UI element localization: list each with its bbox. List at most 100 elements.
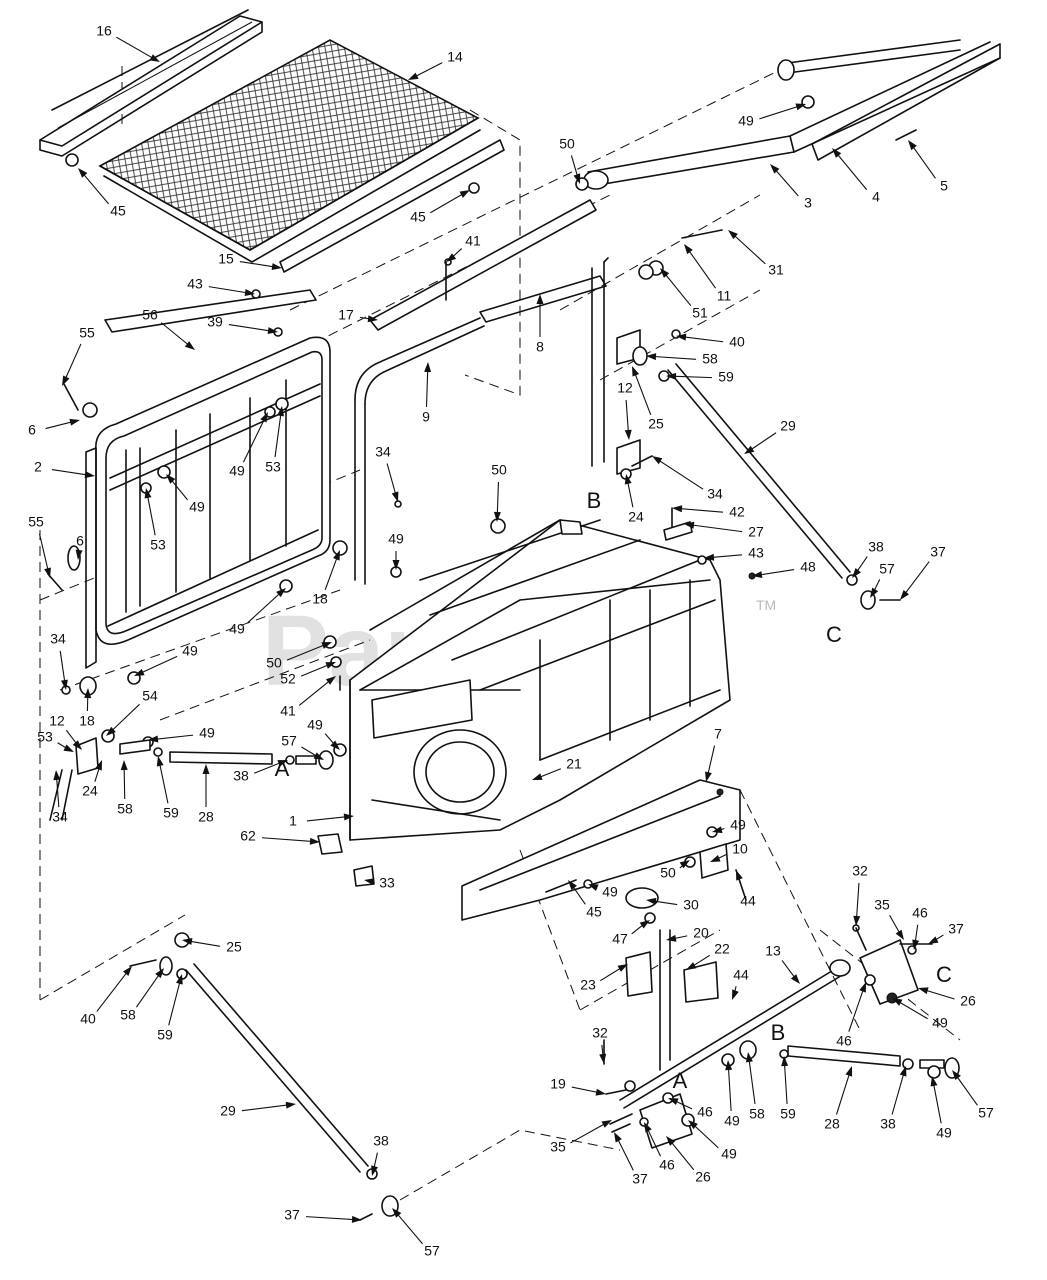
leader-arrowhead bbox=[852, 568, 861, 578]
leader-arrowhead bbox=[928, 936, 939, 944]
leader-line bbox=[835, 1071, 851, 1115]
leader-line bbox=[81, 172, 110, 205]
leader-arrowhead bbox=[156, 756, 164, 767]
leader-arrowhead bbox=[260, 412, 268, 423]
part-label-49: 49 bbox=[602, 884, 618, 900]
leader-line bbox=[855, 882, 860, 921]
leader-arrowhead bbox=[166, 474, 176, 484]
part-label-32: 32 bbox=[852, 863, 868, 879]
leader-arrowhead bbox=[364, 878, 375, 886]
part-label-20: 20 bbox=[693, 925, 709, 941]
part-label-45: 45 bbox=[586, 904, 602, 920]
part-label-32: 32 bbox=[592, 1025, 608, 1041]
leader-line bbox=[727, 1065, 732, 1112]
part-label-37: 37 bbox=[930, 544, 946, 560]
part-label-62: 62 bbox=[240, 828, 256, 844]
part-label-16: 16 bbox=[96, 23, 112, 39]
part-label-3: 3 bbox=[804, 195, 812, 211]
part-label-50: 50 bbox=[266, 655, 282, 671]
part-label-49: 49 bbox=[738, 113, 754, 129]
leader-arrowhead bbox=[684, 244, 693, 255]
leader-arrowhead bbox=[371, 1165, 378, 1176]
part-23-bracket bbox=[625, 951, 653, 997]
part-label-49: 49 bbox=[189, 499, 205, 515]
leader-arrowhead bbox=[532, 773, 543, 780]
part-label-57: 57 bbox=[978, 1105, 994, 1121]
part-label-11: 11 bbox=[717, 288, 732, 304]
leader-arrowhead bbox=[845, 1066, 853, 1077]
leader-arrowhead bbox=[144, 488, 152, 499]
part-26-bracket-right bbox=[859, 939, 919, 1005]
part-label-25: 25 bbox=[226, 939, 242, 955]
leader-arrowhead bbox=[446, 253, 457, 262]
leader-arrowhead bbox=[271, 263, 282, 271]
part-label-49: 49 bbox=[936, 1125, 952, 1141]
part-label-42: 42 bbox=[729, 504, 745, 520]
leader-line bbox=[135, 972, 161, 1008]
leader-arrowhead bbox=[309, 837, 320, 845]
leader-line bbox=[51, 468, 90, 476]
part-20-lever bbox=[659, 929, 671, 1071]
connection-letter-A: A bbox=[673, 1068, 688, 1093]
part-label-24: 24 bbox=[628, 509, 644, 525]
part-label-40: 40 bbox=[729, 334, 745, 350]
part-label-56: 56 bbox=[142, 307, 158, 323]
leader-arrowhead bbox=[134, 668, 145, 676]
leader-arrowhead bbox=[62, 375, 70, 386]
part-label-37: 37 bbox=[948, 921, 964, 937]
part-label-43: 43 bbox=[187, 276, 203, 292]
leader-line bbox=[599, 966, 624, 982]
leader-line bbox=[669, 1140, 695, 1171]
part-label-49: 49 bbox=[721, 1146, 737, 1162]
assembly-dashed-lines bbox=[39, 66, 961, 1201]
leader-arrowhead bbox=[624, 474, 632, 485]
leader-arrowhead bbox=[69, 418, 80, 426]
part-label-43: 43 bbox=[748, 545, 764, 561]
leader-line bbox=[783, 1061, 788, 1105]
part-label-46: 46 bbox=[659, 1157, 675, 1173]
part-label-38: 38 bbox=[233, 768, 249, 784]
leader-arrowhead bbox=[573, 173, 581, 184]
part-label-57: 57 bbox=[424, 1243, 440, 1259]
leader-arrowhead bbox=[912, 939, 920, 950]
leader-arrowhead bbox=[72, 740, 82, 750]
leader-arrowhead bbox=[148, 735, 159, 743]
part-label-21: 21 bbox=[566, 756, 582, 772]
part-label-50: 50 bbox=[660, 865, 676, 881]
leader-arrowhead bbox=[60, 679, 68, 690]
leader-arrowhead bbox=[599, 1053, 607, 1064]
part-label-49: 49 bbox=[388, 531, 404, 547]
leader-line bbox=[324, 555, 339, 590]
leader-arrowhead bbox=[752, 571, 763, 579]
leader-line bbox=[677, 507, 724, 513]
part-label-59: 59 bbox=[780, 1106, 796, 1122]
leader-arrowhead bbox=[367, 315, 378, 323]
leader-arrowhead bbox=[106, 726, 116, 736]
part-16-rail bbox=[39, 9, 263, 157]
leader-line bbox=[228, 324, 273, 332]
leader-line bbox=[692, 1123, 719, 1149]
part-label-37: 37 bbox=[284, 1207, 300, 1223]
leader-line bbox=[123, 765, 126, 800]
leader-line bbox=[571, 1086, 601, 1094]
leader-arrowhead bbox=[276, 588, 286, 598]
leader-arrowhead bbox=[744, 445, 755, 454]
leader-line bbox=[96, 970, 129, 1012]
part-label-35: 35 bbox=[874, 897, 890, 913]
part-label-57: 57 bbox=[281, 733, 297, 749]
part-label-45: 45 bbox=[110, 203, 126, 219]
part-label-34: 34 bbox=[707, 486, 723, 502]
leader-arrowhead bbox=[155, 968, 164, 979]
leader-arrowhead bbox=[267, 327, 278, 335]
leader-line bbox=[146, 493, 156, 536]
part-label-18: 18 bbox=[312, 591, 328, 607]
part-62-clip bbox=[317, 833, 343, 855]
leader-arrowhead bbox=[175, 974, 183, 985]
leader-line bbox=[425, 367, 429, 408]
leader-line bbox=[160, 322, 191, 347]
leader-arrowhead bbox=[330, 740, 340, 750]
leader-line bbox=[955, 1074, 978, 1106]
part-22-bracket bbox=[683, 961, 719, 1003]
